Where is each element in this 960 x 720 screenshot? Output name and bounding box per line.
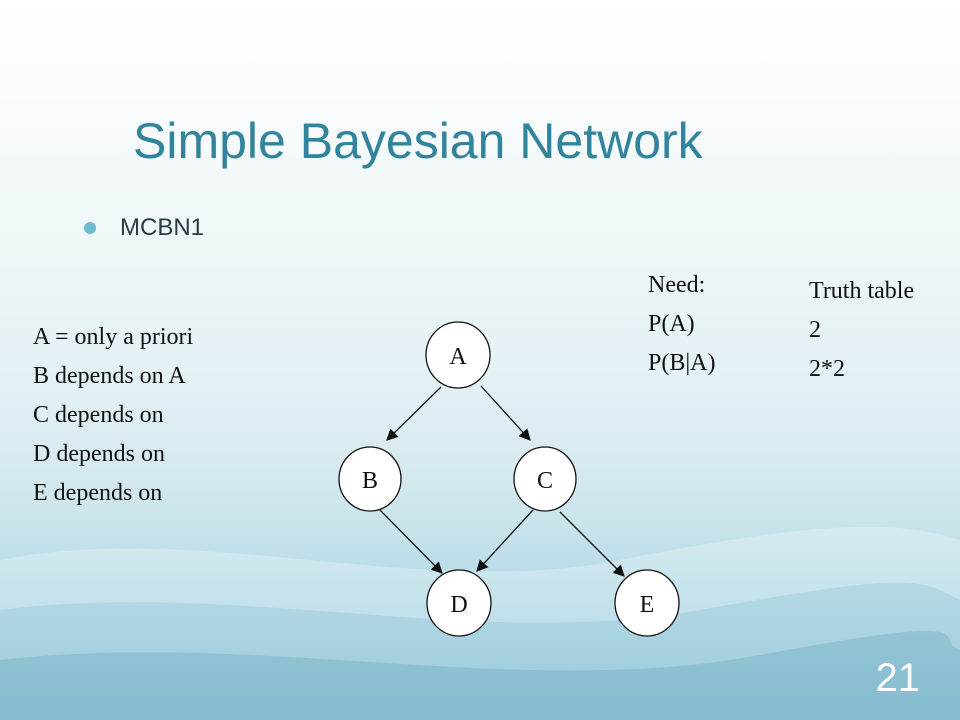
slide-title: Simple Bayesian Network [133, 113, 703, 169]
bullet-dot-icon [84, 222, 96, 234]
edge-a-c [480, 385, 531, 441]
node-d: D [426, 569, 492, 637]
truth-item: 2*2 [809, 356, 845, 382]
node-c-label: C [537, 468, 553, 494]
edge-c-d [476, 509, 534, 572]
need-heading: Need: [648, 272, 706, 298]
node-d-label: D [450, 592, 467, 618]
node-a: A [425, 321, 491, 389]
node-c: C [513, 446, 577, 512]
need-list: Need: P(A) P(B|A) [648, 266, 715, 383]
truth-item: 2 [809, 317, 821, 343]
node-b: B [338, 446, 402, 512]
edge-b-d [379, 509, 443, 574]
node-e-label: E [640, 592, 655, 618]
need-item: P(A) [648, 311, 695, 337]
note-line: D depends on [33, 441, 165, 467]
need-item: P(B|A) [648, 350, 716, 376]
bullet-text: MCBN1 [120, 214, 205, 241]
edge-c-e [559, 511, 625, 577]
note-line: C depends on [33, 402, 164, 428]
dependency-notes: A = only a priori B depends on A C depen… [33, 318, 193, 513]
note-line: B depends on A [33, 363, 186, 389]
truth-heading: Truth table [809, 278, 915, 304]
node-b-label: B [362, 468, 378, 494]
bullet-item: MCBN1 [84, 214, 204, 242]
node-a-label: A [449, 344, 467, 370]
truth-table-list: Truth table 2 2*2 [809, 272, 914, 389]
edge-a-b [386, 386, 442, 441]
page-number: 21 [875, 656, 921, 700]
note-line: E depends on [33, 480, 163, 506]
node-e: E [614, 569, 680, 637]
note-line: A = only a priori [33, 324, 194, 350]
